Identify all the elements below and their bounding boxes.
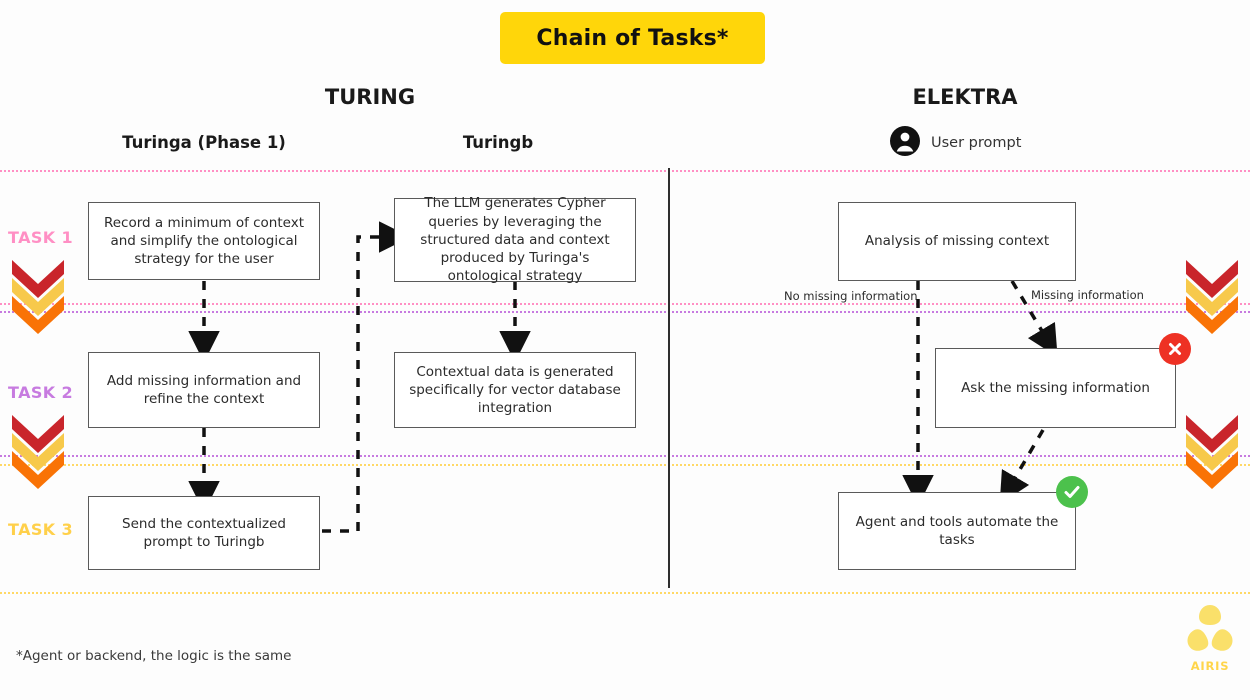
chevron-amber-icon	[6, 431, 70, 473]
chevron-stack-right-2	[1180, 413, 1244, 489]
chevron-orange-icon	[1180, 294, 1244, 336]
chevron-stack-left-2	[6, 413, 70, 489]
column-title-turinga: Turinga (Phase 1)	[122, 133, 286, 152]
task-label-2: TASK 2	[8, 383, 74, 402]
group-title-elektra: ELEKTRA	[912, 85, 1018, 109]
task-label-3: TASK 3	[8, 520, 74, 539]
chevron-amber-icon	[1180, 276, 1244, 318]
separator-yellow-bottom	[0, 592, 1250, 594]
edge-label-missing-information: Missing information	[1031, 288, 1144, 302]
task-label-1: TASK 1	[8, 228, 74, 247]
box-turinga-task3[interactable]: Send the contextualized prompt to Turing…	[88, 496, 320, 570]
box-turingb-task2[interactable]: Contextual data is generated specificall…	[394, 352, 636, 428]
box-turinga-task2[interactable]: Add missing information and refine the c…	[88, 352, 320, 428]
separator-purple-task2-task3	[0, 455, 1250, 457]
vertical-divider	[668, 168, 670, 588]
chevron-orange-icon	[1180, 449, 1244, 491]
status-badge-success	[1056, 476, 1088, 508]
chevron-amber-icon	[6, 276, 70, 318]
check-circle-icon	[1062, 482, 1082, 502]
airis-trefoil-logo	[1182, 605, 1238, 658]
user-avatar-icon	[890, 126, 920, 160]
box-elektra-task1[interactable]: Analysis of missing context	[838, 202, 1076, 281]
edge-label-no-missing-information: No missing information	[784, 289, 918, 303]
chevron-stack-left-1	[6, 258, 70, 334]
chevron-orange-icon	[6, 294, 70, 336]
chevron-orange-icon	[6, 449, 70, 491]
chevron-red-icon	[1180, 413, 1244, 455]
chevron-red-icon	[6, 258, 70, 300]
footnote-text: *Agent or backend, the logic is the same	[16, 648, 292, 664]
separator-pink-top	[0, 170, 1250, 172]
box-turinga-task1[interactable]: Record a minimum of context and simplify…	[88, 202, 320, 280]
separator-pink-task1-task2	[0, 303, 1250, 305]
status-badge-error	[1159, 333, 1191, 365]
user-prompt-label: User prompt	[931, 135, 1022, 151]
diagram-title-banner: Chain of Tasks*	[500, 12, 765, 64]
airis-logo-group: AIRIS	[1178, 602, 1242, 673]
chevron-amber-icon	[1180, 431, 1244, 473]
chevron-red-icon	[1180, 258, 1244, 300]
separator-purple-task1-task2	[0, 311, 1250, 313]
user-prompt-group: User prompt	[890, 126, 1021, 160]
group-title-turing: TURING	[324, 85, 416, 109]
box-turingb-task1[interactable]: The LLM generates Cypher queries by leve…	[394, 195, 636, 284]
box-elektra-task3[interactable]: Agent and tools automate the tasks	[838, 492, 1076, 570]
cross-circle-icon	[1166, 340, 1184, 358]
airis-logo-label: AIRIS	[1190, 659, 1230, 673]
chevron-stack-right-1	[1180, 258, 1244, 334]
box-elektra-task2[interactable]: Ask the missing information	[935, 348, 1176, 428]
chevron-red-icon	[6, 413, 70, 455]
separator-yellow-task2-task3	[0, 464, 1250, 466]
column-title-turingb: Turingb	[462, 133, 534, 152]
